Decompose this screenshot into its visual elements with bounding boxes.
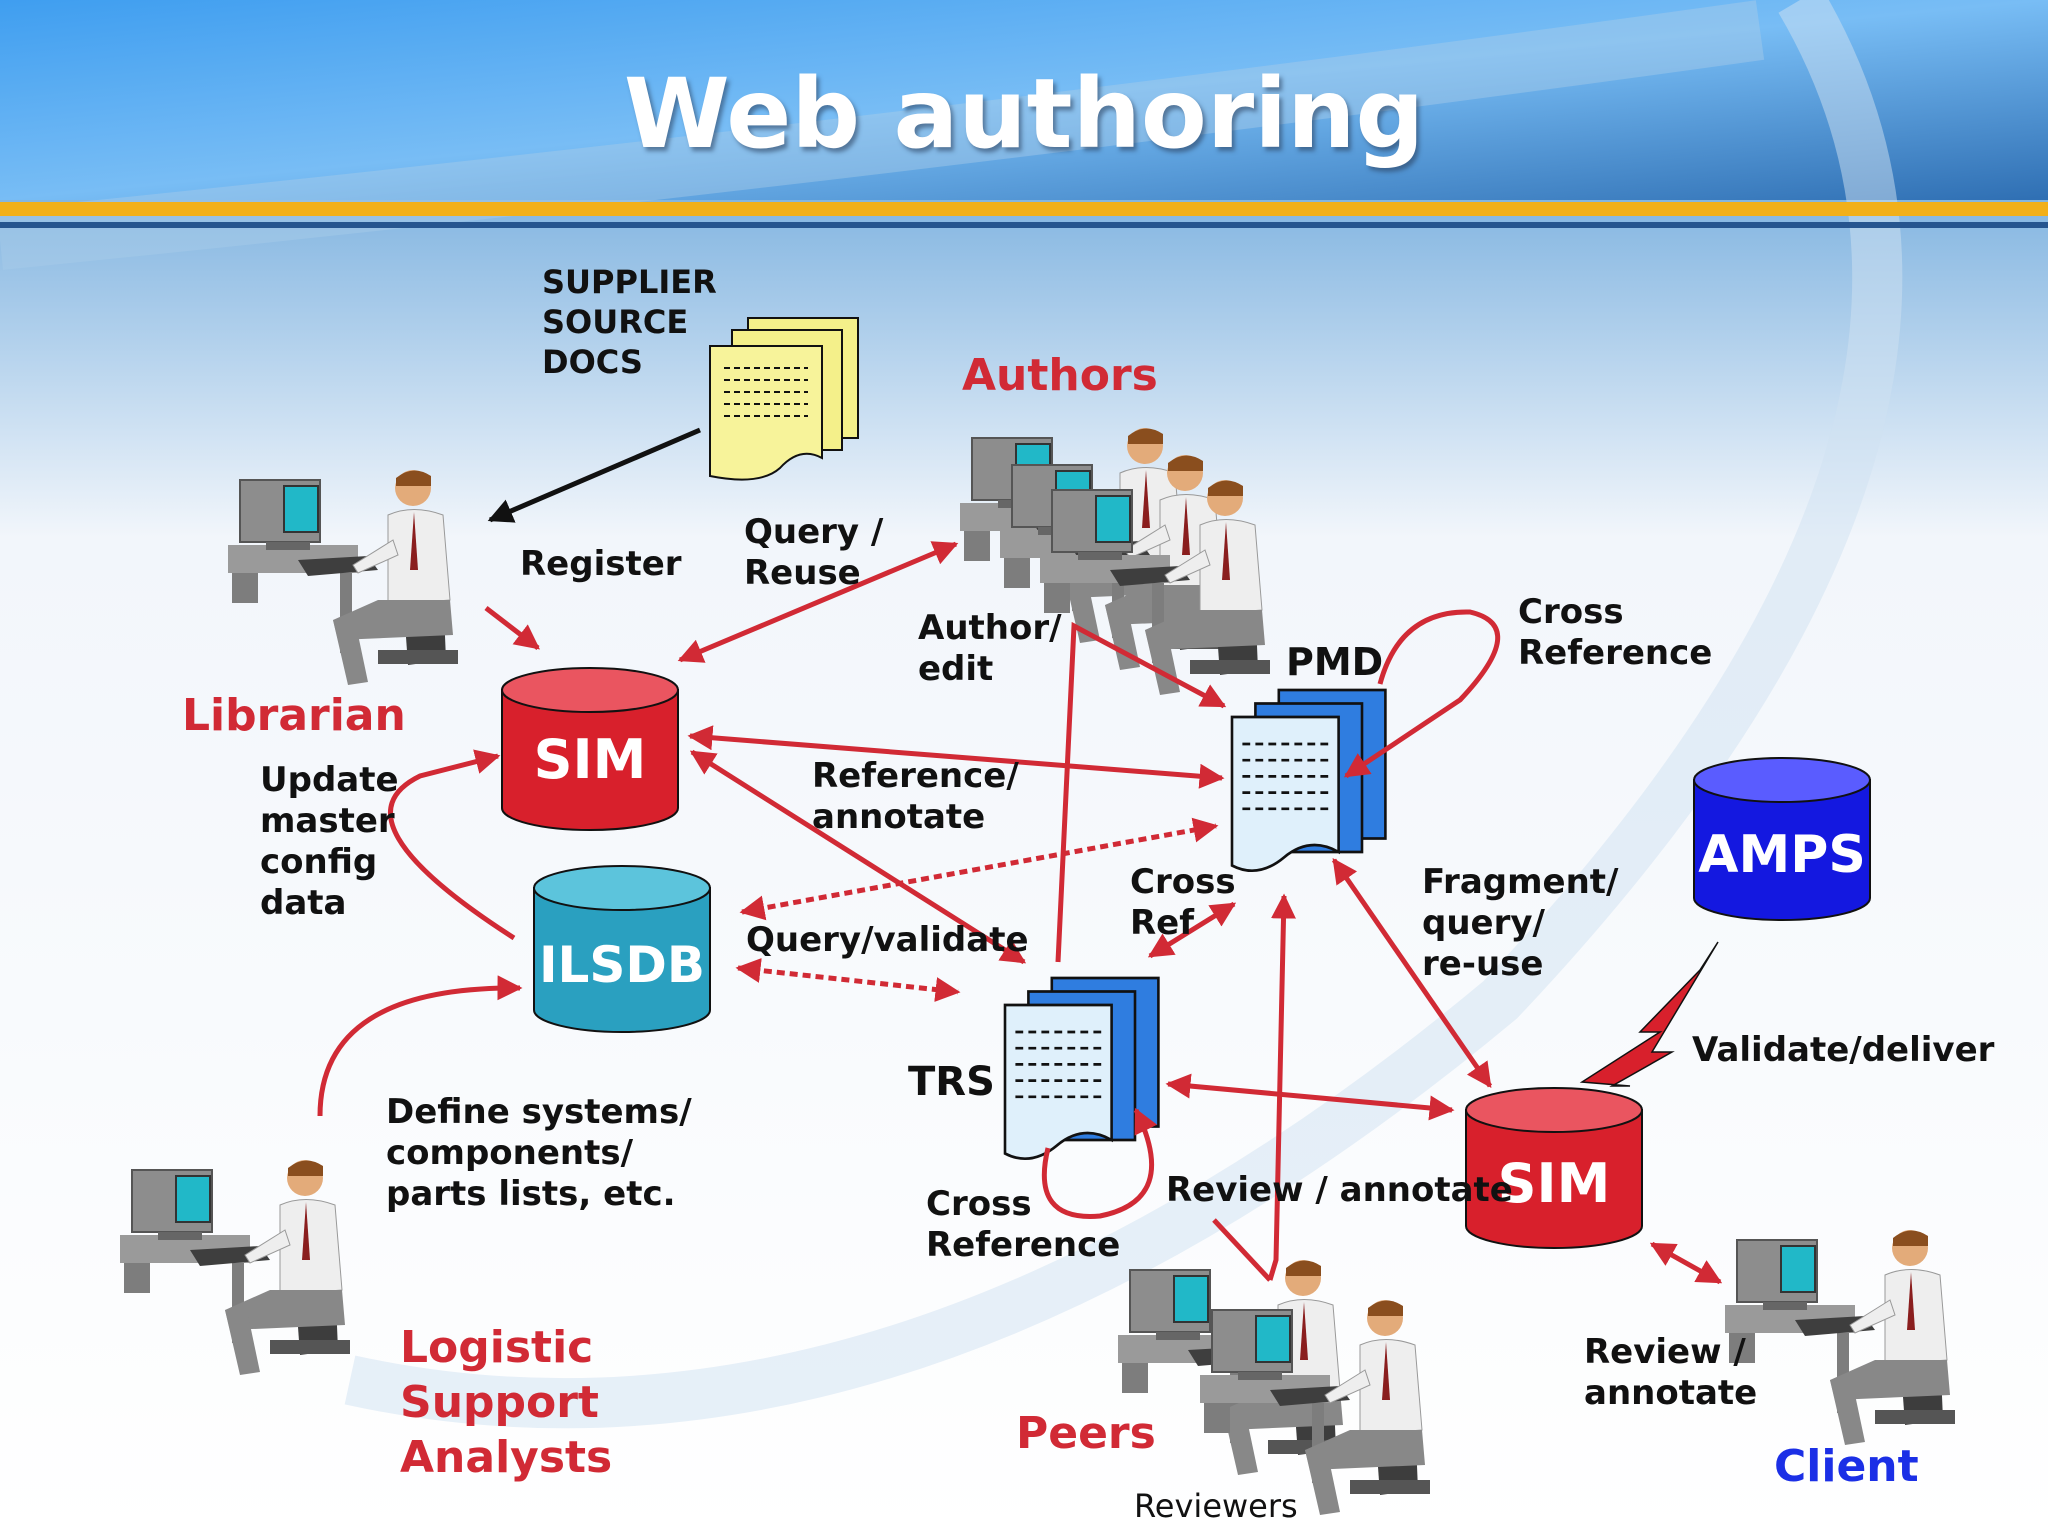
- validate-deliver-label: Validate/deliver: [1692, 1030, 1995, 1070]
- connector-arrows: [317, 427, 1723, 1285]
- sim-bottom-label: SIM: [1498, 1152, 1611, 1215]
- logistic-analysts-label: Logistic Support Analysts: [400, 1322, 613, 1483]
- trs-label: TRS: [908, 1059, 995, 1105]
- cross-ref-label: Cross Ref: [1130, 862, 1236, 943]
- define-systems-label: Define systems/ components/ parts lists,…: [386, 1092, 692, 1214]
- client-label: Client: [1774, 1441, 1919, 1492]
- pmd-label: PMD: [1286, 640, 1384, 684]
- update-master-label: Update master config data: [260, 760, 399, 923]
- review-annotate-client-label: Review / annotate: [1584, 1332, 1758, 1413]
- source-docs-icon: [709, 317, 859, 481]
- reference-annotate-label: Reference/ annotate: [812, 756, 1019, 837]
- sim-bottom-database: SIM: [1465, 1087, 1643, 1249]
- amps-label: AMPS: [1698, 825, 1866, 885]
- register-label: Register: [520, 544, 682, 584]
- review-annotate-label: Review / annotate: [1166, 1170, 1513, 1210]
- query-reuse-label: Query / Reuse: [744, 512, 884, 593]
- peers-label: Peers: [1016, 1408, 1156, 1459]
- fragment-query-label: Fragment/ query/ re-use: [1422, 862, 1619, 984]
- cross-reference-pmd-label: Cross Reference: [1518, 592, 1713, 673]
- reviewers-label: Reviewers: [1134, 1487, 1298, 1525]
- authors-label: Authors: [962, 350, 1158, 401]
- cross-reference-trs-label: Cross Reference: [926, 1184, 1121, 1265]
- source-docs-label: SUPPLIER SOURCE DOCS: [542, 263, 717, 381]
- ilsdb-label: ILSDB: [539, 936, 705, 994]
- amps-database: AMPS: [1693, 757, 1871, 921]
- ilsdb-database: ILSDB: [533, 865, 711, 1033]
- librarian-label: Librarian: [182, 690, 406, 741]
- lightning-icon: [1579, 941, 1719, 1087]
- page-title: Web authoring: [623, 58, 1425, 170]
- author-edit-label: Author/ edit: [918, 608, 1062, 689]
- pmd-document-stack-icon: [1230, 688, 1387, 873]
- query-validate-label: Query/validate: [746, 920, 1029, 960]
- sim-top-database: SIM: [501, 667, 679, 831]
- trs-document-stack-icon: [1003, 976, 1160, 1161]
- sim-top-label: SIM: [534, 728, 647, 791]
